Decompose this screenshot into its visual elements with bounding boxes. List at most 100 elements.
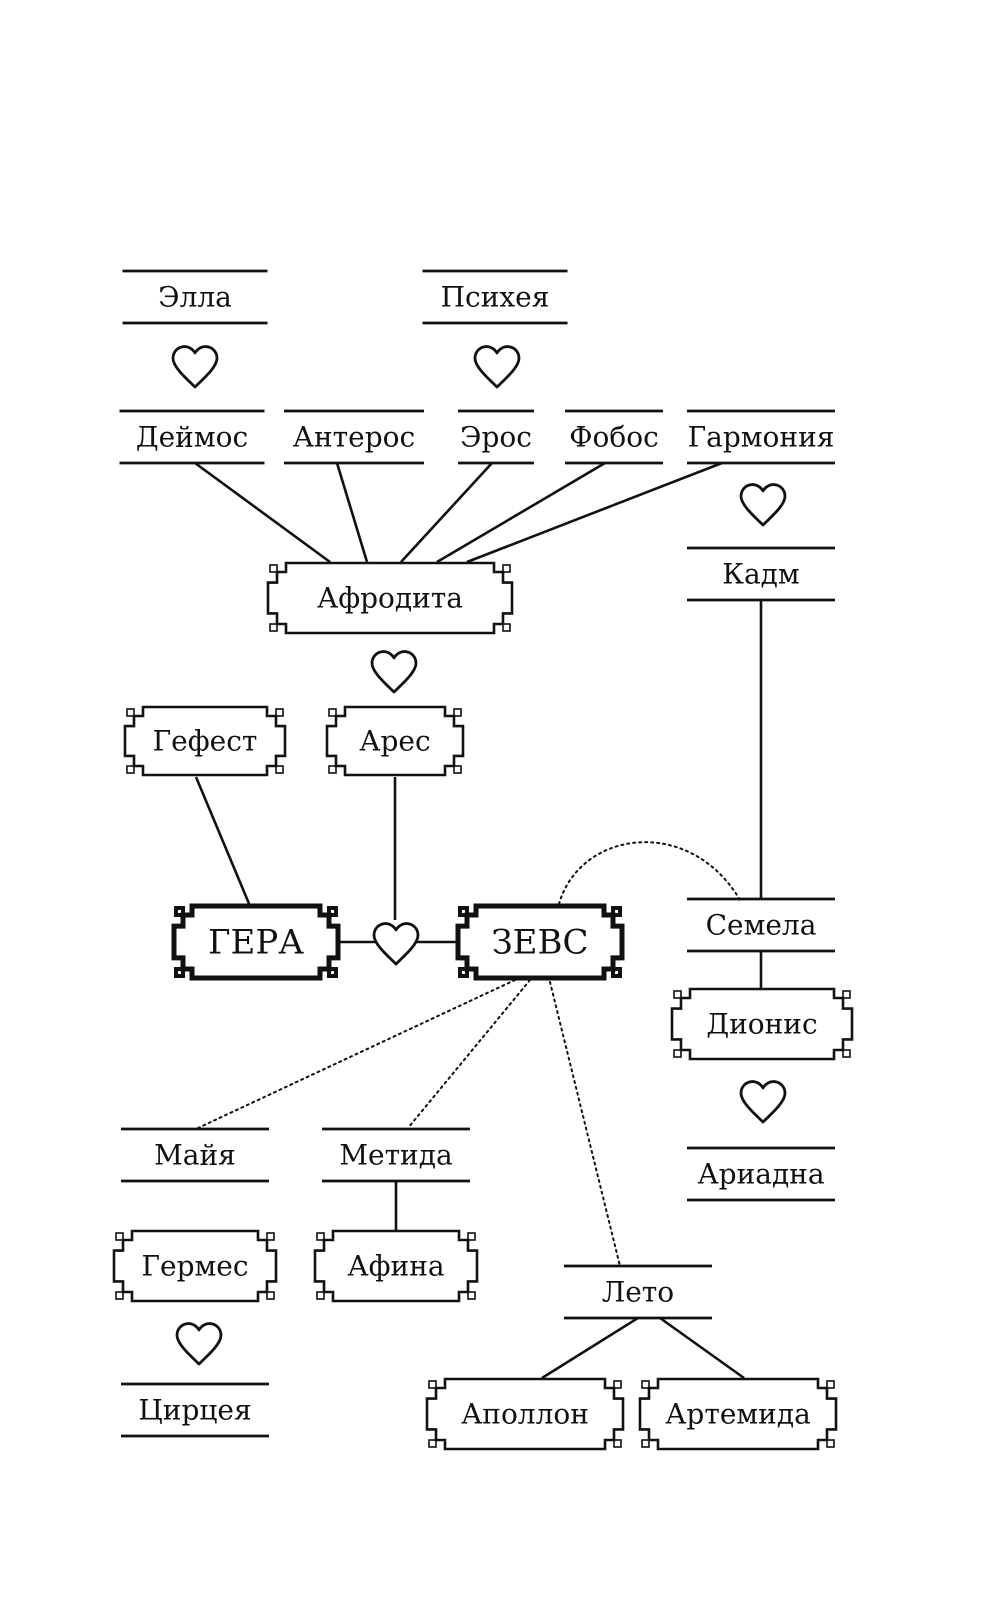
node-ares-ornament-0 (328, 708, 337, 717)
node-hermes-ornament-0 (115, 1232, 124, 1241)
node-maia-label: Майя (154, 1139, 236, 1172)
node-athena-frame (313, 1229, 479, 1303)
node-dionysus-frame (670, 987, 854, 1061)
node-deimos-label: Деймос (136, 421, 248, 454)
node-aphrodite-frame (266, 561, 514, 635)
node-apollo-ornament-2 (428, 1439, 437, 1448)
node-apollo-ornament-1 (613, 1380, 622, 1389)
heart-icon-hera-zeus (372, 922, 420, 966)
node-hermes-label: Гермес (141, 1250, 248, 1283)
heart-icon-psyche-eros (473, 345, 521, 389)
node-athena-ornament-2 (316, 1291, 325, 1300)
node-artemis-ornament-3 (826, 1439, 835, 1448)
node-hermes-frame (112, 1229, 278, 1303)
node-artemis[interactable]: Артемида (638, 1377, 838, 1451)
node-ariadne[interactable]: Ариадна (687, 1146, 835, 1202)
node-hermes[interactable]: Гермес (112, 1229, 278, 1303)
node-apollo-label: Аполлон (461, 1398, 589, 1431)
node-semele[interactable]: Семела (687, 897, 835, 953)
node-dionysus-ornament-2 (673, 1049, 682, 1058)
node-ella-label: Элла (158, 281, 232, 314)
node-zeus-frame (455, 903, 625, 981)
node-harmonia[interactable]: Гармония (687, 409, 835, 465)
node-hephaestus-ornament-0 (126, 708, 135, 717)
node-dionysus-ornament-3 (842, 1049, 851, 1058)
node-eros-label: Эрос (460, 421, 532, 454)
node-artemis-ornament-2 (641, 1439, 650, 1448)
node-dionysus[interactable]: Дионис (670, 987, 854, 1061)
node-athena-ornament-1 (467, 1232, 476, 1241)
node-hephaestus-ornament-2 (126, 765, 135, 774)
node-aphrodite-ornament-3 (502, 623, 511, 632)
node-hephaestus-ornament-1 (275, 708, 284, 717)
link-leto-apollo (541, 1316, 639, 1380)
node-harmonia-label: Гармония (688, 421, 835, 454)
node-artemis-label: Артемида (665, 1398, 811, 1431)
node-hera-ornament-0 (174, 906, 185, 917)
node-artemis-ornament-0 (641, 1380, 650, 1389)
heart-icon-aphrodite-ares (370, 650, 418, 694)
node-apollo-frame (425, 1377, 625, 1451)
node-hermes-ornament-2 (115, 1291, 124, 1300)
node-hephaestus-ornament-3 (275, 765, 284, 774)
node-dionysus-ornament-1 (842, 990, 851, 999)
node-aphrodite-ornament-0 (269, 564, 278, 573)
node-leto[interactable]: Лето (564, 1264, 712, 1320)
node-aphrodite-ornament-2 (269, 623, 278, 632)
link-harmonia-aphrodite (466, 461, 723, 564)
link-leto-artemis (659, 1316, 745, 1380)
node-ella[interactable]: Элла (122, 269, 268, 325)
link-eros-aphrodite (400, 462, 493, 563)
dotted-link-zeus-metis (407, 979, 531, 1129)
link-phobos-aphrodite (436, 461, 606, 564)
node-metis-label: Метида (339, 1139, 452, 1172)
node-zeus-ornament-0 (458, 906, 469, 917)
node-hera-ornament-2 (174, 967, 185, 978)
node-phobos[interactable]: Фобос (565, 409, 663, 465)
node-dionysus-label: Дионис (706, 1008, 817, 1041)
node-semele-label: Семела (706, 909, 817, 942)
node-metis[interactable]: Метида (322, 1127, 470, 1183)
dotted-link-zeus-maia (197, 979, 516, 1129)
node-hera-frame (171, 903, 341, 981)
node-deimos[interactable]: Деймос (119, 409, 265, 465)
node-hephaestus-label: Гефест (153, 725, 258, 758)
node-hephaestus-frame (123, 705, 287, 777)
node-athena-ornament-3 (467, 1291, 476, 1300)
node-hera-ornament-3 (327, 967, 338, 978)
node-ariadne-label: Ариадна (697, 1158, 824, 1191)
heart-icon-hermes-circe (175, 1322, 223, 1366)
node-zeus-ornament-1 (611, 906, 622, 917)
node-eros[interactable]: Эрос (458, 409, 534, 465)
node-aphrodite-label: Афродита (317, 582, 463, 615)
node-circe[interactable]: Цирцея (121, 1382, 269, 1438)
node-aphrodite[interactable]: Афродита (266, 561, 514, 635)
node-anteros[interactable]: Антерос (284, 409, 424, 465)
node-zeus-label: ЗЕВС (491, 923, 588, 963)
node-ares-frame (325, 705, 465, 777)
node-kadm[interactable]: Кадм (687, 546, 835, 602)
node-psyche-label: Психея (441, 281, 550, 314)
node-phobos-label: Фобос (569, 421, 659, 454)
link-deimos-aphrodite (194, 461, 331, 564)
node-maia[interactable]: Майя (121, 1127, 269, 1183)
node-apollo-ornament-3 (613, 1439, 622, 1448)
node-hephaestus[interactable]: Гефест (123, 705, 287, 777)
connections-layer (194, 461, 763, 1380)
node-ares[interactable]: Арес (325, 705, 465, 777)
node-athena[interactable]: Афина (313, 1229, 479, 1303)
node-hera-ornament-1 (327, 906, 338, 917)
node-zeus-ornament-3 (611, 967, 622, 978)
node-ares-ornament-3 (453, 765, 462, 774)
node-kadm-label: Кадм (722, 558, 799, 591)
node-psyche[interactable]: Психея (422, 269, 568, 325)
node-zeus[interactable]: ЗЕВС (455, 903, 625, 981)
heart-icon-harmonia-kadm (739, 483, 787, 527)
node-anteros-label: Антерос (293, 421, 415, 454)
node-hera[interactable]: ГЕРА (171, 903, 341, 981)
node-apollo[interactable]: Аполлон (425, 1377, 625, 1451)
hearts-layer (171, 345, 787, 1366)
